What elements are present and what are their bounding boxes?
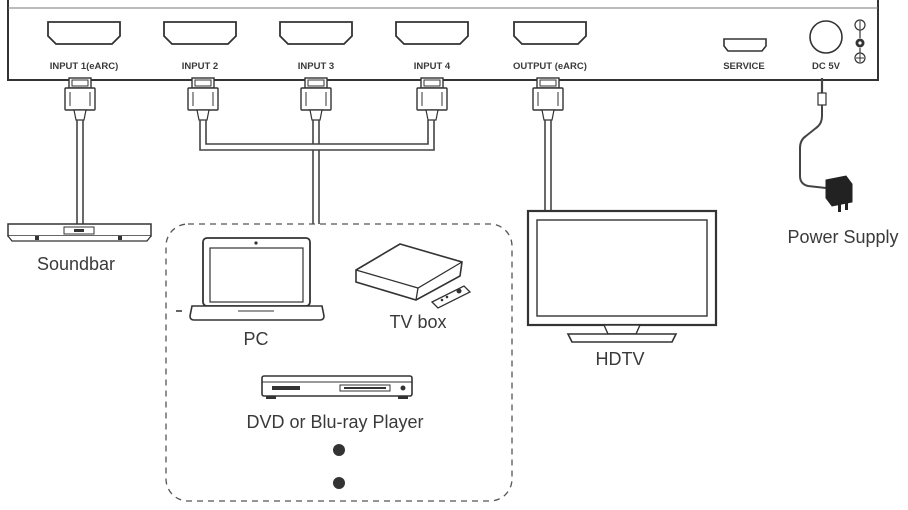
- ellipsis-dot-1: [333, 444, 345, 456]
- polarity-icon: [854, 19, 866, 64]
- dc-label: DC 5V: [812, 61, 841, 72]
- port-label-output: OUTPUT (eARC): [513, 61, 587, 72]
- pc-label: PC: [243, 329, 268, 349]
- hdmi-port-input-1: INPUT 1(eARC): [47, 21, 121, 72]
- hdmi-port-input-3: INPUT 3: [279, 21, 353, 72]
- hdmi-plug-2: [187, 77, 219, 121]
- hdmi-cables: [76, 78, 827, 224]
- hdtv-label: HDTV: [596, 349, 645, 369]
- ellipsis-dot-2: [333, 477, 345, 489]
- hdmi-port-input-4: INPUT 4: [395, 21, 469, 72]
- tv-box-label: TV box: [389, 312, 446, 332]
- dc-jack: DC 5V: [809, 20, 843, 72]
- hdmi-plug-output: [532, 77, 564, 121]
- hdmi-plug-4: [416, 77, 448, 121]
- hdmi-switch: INPUT 1(eARC) INPUT 2 INPUT 3 INPUT 4 OU…: [7, 0, 879, 81]
- hdmi-port-input-2: INPUT 2: [163, 21, 237, 72]
- laptop-icon: [176, 237, 325, 321]
- hdmi-plug-1: [64, 77, 96, 121]
- soundbar-label: Soundbar: [37, 254, 115, 274]
- port-label-input-3: INPUT 3: [298, 61, 334, 72]
- tv-box-icon: [355, 243, 463, 301]
- power-supply-label: Power Supply: [787, 227, 898, 247]
- service-label: SERVICE: [723, 61, 765, 72]
- remote-control-icon: [430, 285, 472, 309]
- service-port: SERVICE: [723, 38, 767, 72]
- power-adapter-icon: [825, 175, 853, 212]
- port-label-input-2: INPUT 2: [182, 61, 218, 72]
- dvd-player-icon: [261, 375, 413, 399]
- port-label-input-1: INPUT 1(eARC): [50, 61, 119, 72]
- hdmi-port-output: OUTPUT (eARC): [513, 21, 587, 72]
- dvd-label: DVD or Blu-ray Player: [246, 412, 423, 432]
- source-devices-group: [165, 223, 513, 502]
- hdtv-icon: [526, 209, 718, 343]
- soundbar-icon: [7, 223, 152, 242]
- hdmi-plug-3: [300, 77, 332, 121]
- port-label-input-4: INPUT 4: [414, 61, 451, 72]
